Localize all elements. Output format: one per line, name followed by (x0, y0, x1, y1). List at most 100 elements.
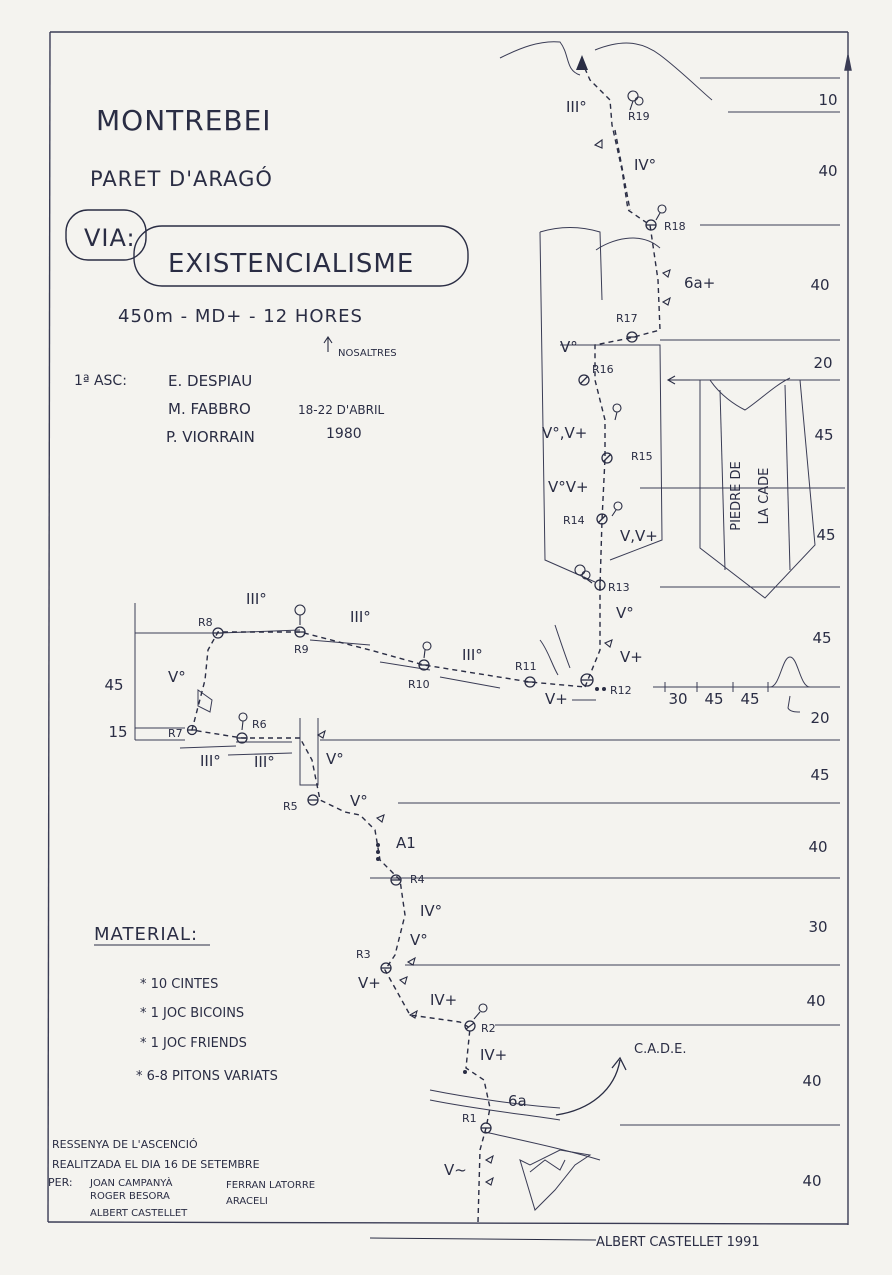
relay-label: R18 (664, 220, 686, 233)
traverse-scale (664, 656, 811, 713)
material-item: * 10 CINTES (140, 977, 218, 992)
first-ascent-climber: P. VIORRAIN (166, 428, 255, 446)
relay-label: R1 (462, 1112, 477, 1125)
signature: ALBERT CASTELLET 1991 (596, 1235, 760, 1250)
grade-label: V° (350, 792, 368, 810)
relay-label: R13 (608, 581, 630, 594)
grade-label: IV+ (430, 991, 457, 1009)
stats-pointer (323, 336, 333, 352)
relay-r16 (578, 374, 590, 386)
material-item: * 6-8 PITONS VARIATS (136, 1069, 278, 1084)
grade-label: V° (326, 750, 344, 768)
pillar-label-1: PIEDRE DE (729, 461, 744, 531)
tree-icons (238, 90, 667, 1020)
pitch-length: 40 (818, 162, 837, 180)
relay-label: R16 (592, 363, 614, 376)
via-label: VIA: (84, 224, 136, 252)
material-item: * 1 JOC FRIENDS (140, 1036, 247, 1051)
grade-label: III° (462, 646, 483, 664)
grade-label: V+ (545, 690, 568, 708)
relay-label: R4 (410, 873, 425, 886)
relay-label: R19 (628, 110, 650, 123)
pitch-length: 40 (802, 1172, 821, 1190)
tree-icon (655, 204, 667, 221)
pitch-length: 30 (808, 918, 827, 936)
grade-label: V~ (444, 1161, 467, 1179)
first-ascent-label: 1ª ASC: (74, 373, 127, 389)
relay-r11 (524, 676, 536, 688)
wall-title: PARET D'ARAGÓ (90, 166, 273, 191)
relay-label: R11 (515, 660, 537, 673)
grade-label: III° (566, 98, 587, 116)
credits-line: REALITZADA EL DIA 16 DE SETEMBRE (52, 1158, 260, 1171)
grade-label: III° (200, 752, 221, 770)
cade-arrow (555, 1056, 627, 1116)
relay-r6 (236, 732, 248, 744)
relay-label: R10 (408, 678, 430, 691)
first-ascent-year: 1980 (326, 426, 362, 442)
pitch-length: 45 (814, 426, 833, 444)
relay-r7 (186, 724, 198, 736)
relay-r8 (212, 627, 224, 639)
relay-label: R14 (563, 514, 585, 527)
grade-label: III° (246, 590, 267, 608)
grade-label: 6a+ (684, 274, 715, 292)
piton-dots (376, 687, 606, 1074)
pillar-arrow (666, 375, 690, 385)
relay-r9 (294, 626, 306, 638)
credits-name: ROGER BESORA (90, 1191, 170, 1202)
relay-r17 (626, 331, 638, 343)
material-item: * 1 JOC BICOINS (140, 1006, 244, 1021)
tree-icon (574, 564, 593, 584)
grade-label: V° (168, 668, 186, 686)
grade-label: V,V+ (620, 527, 658, 545)
tree-icon (238, 712, 248, 731)
tree-icon (612, 403, 622, 421)
traverse-length: 45 (740, 690, 759, 708)
relay-r2 (464, 1020, 476, 1032)
relay-label: R17 (616, 312, 638, 325)
relay-r13 (594, 579, 606, 591)
credits-line: RESSENYA DE L'ASCENCIÓ (52, 1138, 198, 1151)
tree-icon (422, 641, 432, 659)
pitch-lines (134, 77, 845, 1126)
grade-label: IV° (634, 156, 656, 174)
sheet-frame (47, 31, 852, 1225)
relay-r4 (390, 874, 402, 886)
relay-r5 (307, 794, 319, 806)
grade-label: V° (616, 604, 634, 622)
route-name: EXISTENCIALISME (168, 249, 414, 279)
stats-note: NOSALTRES (338, 348, 397, 359)
grade-label: A1 (396, 834, 416, 852)
route-name-box (133, 225, 469, 287)
pitch-length: 45 (812, 629, 831, 647)
relay-r12 (580, 673, 594, 687)
credits-name: ALBERT CASTELLET (90, 1208, 188, 1219)
via-box (65, 209, 147, 261)
grade-label: III° (350, 608, 371, 626)
credits-name: JOAN CAMPANYÀ (89, 1176, 173, 1189)
grade-label: V° (410, 931, 428, 949)
place-title: MONTREBEI (96, 104, 272, 137)
grade-label: V°V+ (548, 478, 589, 496)
left-length: 15 (108, 723, 127, 741)
credits-per: PER: (48, 1176, 73, 1189)
relay-label: R8 (198, 616, 213, 629)
tree-icon (294, 604, 306, 625)
grade-label: IV+ (480, 1046, 507, 1064)
credits-name: FERRAN LATORRE (226, 1180, 315, 1191)
relay-label: R15 (631, 450, 653, 463)
pitch-length: 40 (810, 276, 829, 294)
relay-label: R3 (356, 948, 371, 961)
route-line (191, 61, 661, 1223)
relay-label: R2 (481, 1022, 496, 1035)
pitch-length: 45 (816, 526, 835, 544)
grade-label: 6a (508, 1092, 527, 1110)
grade-label: V+ (620, 648, 643, 666)
relay-label: R12 (610, 684, 632, 697)
relay-r18 (645, 219, 657, 231)
grade-label: V° (560, 338, 578, 356)
relay-label: R5 (283, 800, 298, 813)
tree-icon (627, 90, 644, 111)
relay-r10 (418, 659, 430, 671)
